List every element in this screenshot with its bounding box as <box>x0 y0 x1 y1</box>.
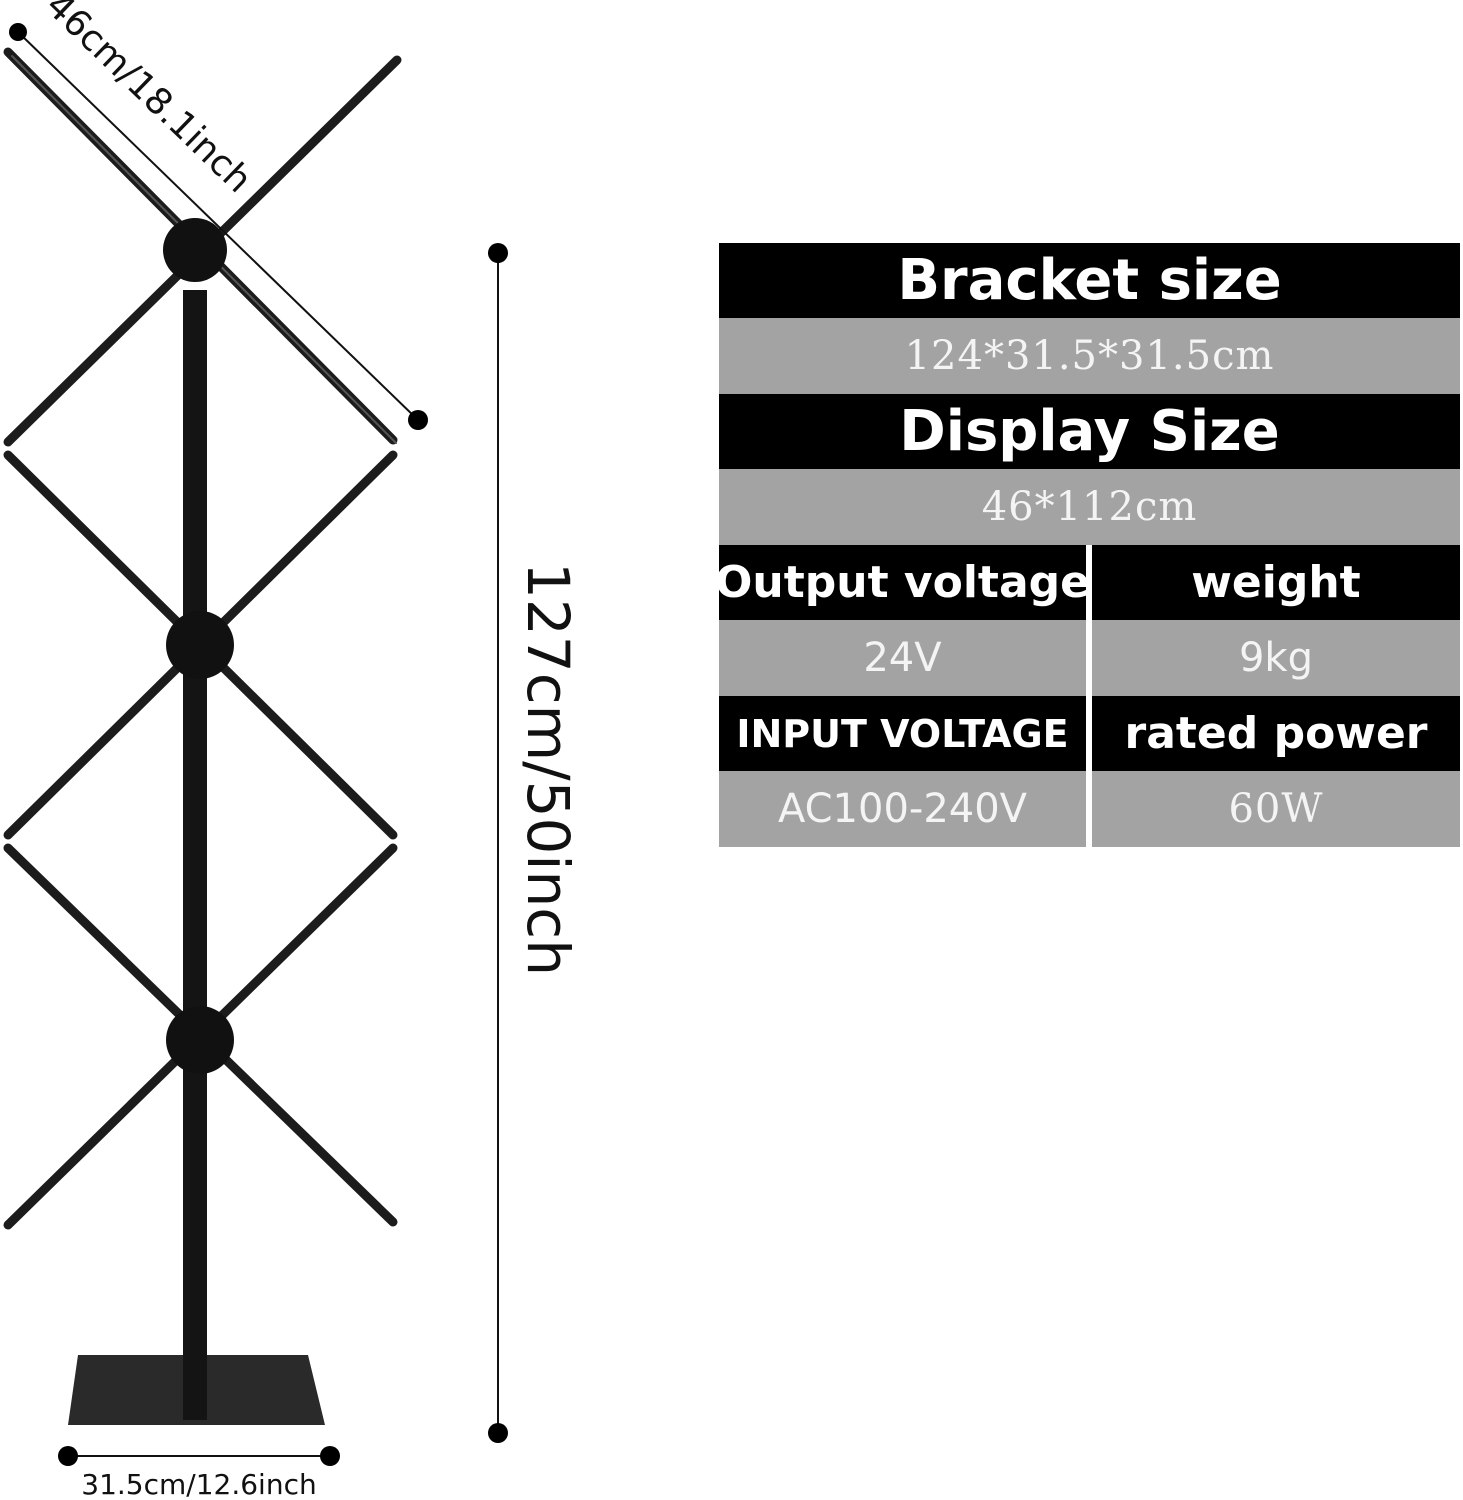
output-voltage-value: 24V <box>719 620 1086 696</box>
column-divider <box>1086 620 1092 696</box>
arm-dimension-line <box>17 31 419 421</box>
spec-table: Bracket size 124*31.5*31.5cm Display Siz… <box>719 243 1460 847</box>
fan-hub-middle <box>166 611 234 679</box>
base-dimension-dot-left <box>58 1446 78 1466</box>
bracket-size-header-row: Bracket size <box>719 243 1460 318</box>
base-dimension-dot-right <box>320 1446 340 1466</box>
weight-label: weight <box>1092 545 1460 620</box>
weight-value: 9kg <box>1092 620 1460 696</box>
bracket-size-value: 124*31.5*31.5cm <box>719 318 1460 394</box>
display-size-label: Display Size <box>719 394 1460 469</box>
voltage-weight-header-row: Output voltage weight <box>719 545 1460 620</box>
height-dimension-dot-top <box>488 243 508 263</box>
column-divider <box>1086 696 1092 771</box>
input-voltage-label: INPUT VOLTAGE <box>719 696 1086 771</box>
stand-pole <box>183 290 207 1420</box>
display-size-header-row: Display Size <box>719 394 1460 469</box>
column-divider <box>1086 771 1092 847</box>
input-voltage-value: AC100-240V <box>719 771 1086 847</box>
base-width-label: 31.5cm/12.6inch <box>81 1468 316 1500</box>
height-label: 127cm/50inch <box>514 562 582 976</box>
output-voltage-label: Output voltage <box>719 545 1086 620</box>
fan-hub-top <box>163 218 227 282</box>
column-divider <box>1086 545 1092 620</box>
bracket-size-value-row: 124*31.5*31.5cm <box>719 318 1460 394</box>
arm-dimension-dot-start <box>9 23 27 41</box>
voltage-weight-value-row: 24V 9kg <box>719 620 1460 696</box>
bracket-size-label: Bracket size <box>719 243 1460 318</box>
input-power-header-row: INPUT VOLTAGE rated power <box>719 696 1460 771</box>
arm-length-label: 46cm/18.1inch <box>38 0 260 201</box>
rated-power-value: 60W <box>1092 771 1460 847</box>
display-size-value-row: 46*112cm <box>719 469 1460 545</box>
fan-hub-bottom <box>166 1006 234 1074</box>
height-dimension-dot-bottom <box>488 1423 508 1443</box>
display-size-value: 46*112cm <box>719 469 1460 545</box>
input-power-value-row: AC100-240V 60W <box>719 771 1460 847</box>
arm-dimension-dot-end <box>408 410 428 430</box>
rated-power-label: rated power <box>1092 696 1460 771</box>
